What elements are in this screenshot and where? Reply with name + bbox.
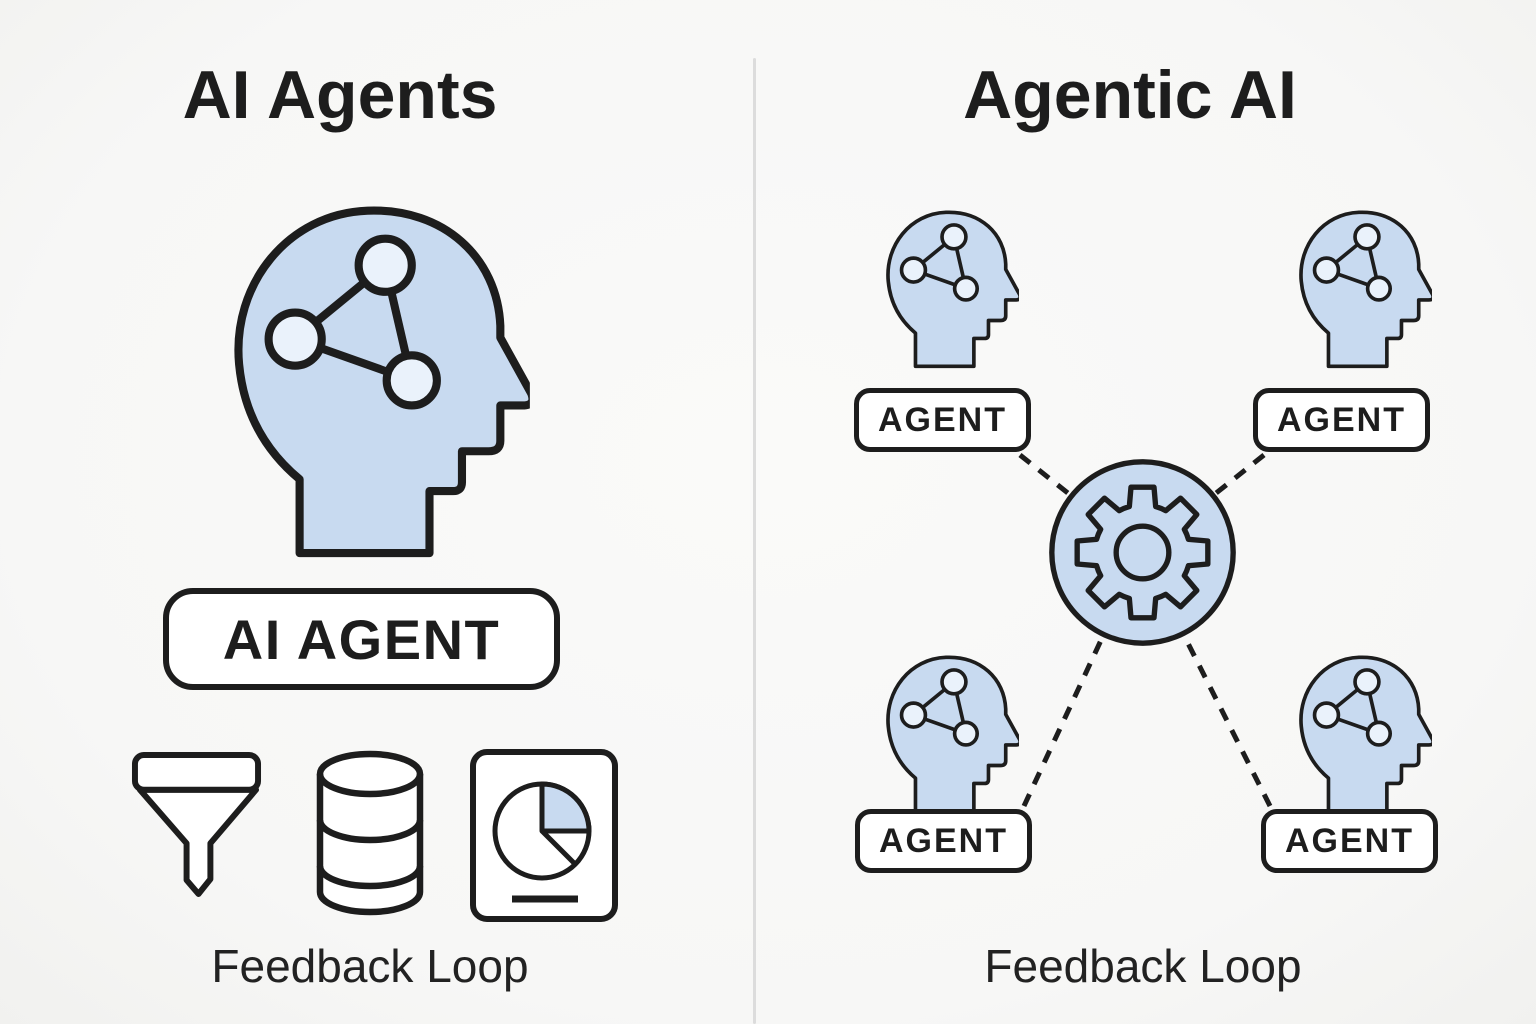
right-feedback-loop-caption: Feedback Loop <box>984 940 1302 992</box>
gear-icon <box>1049 459 1236 646</box>
pie-chart-report-icon <box>470 749 618 922</box>
left-panel-title: AI Agents <box>182 57 498 133</box>
agent-label-top-left: AGENT <box>854 388 1031 452</box>
agent-head-icon-bottom-left <box>873 648 1019 814</box>
agent-head-icon-top-right <box>1286 203 1432 369</box>
panel-divider <box>753 58 756 1024</box>
filter-funnel-icon <box>131 752 262 897</box>
agent-label-bottom-left: AGENT <box>855 809 1032 873</box>
right-panel-title: Agentic AI <box>963 57 1297 133</box>
ai-agent-label: AI AGENT <box>163 588 560 690</box>
database-icon <box>316 750 424 916</box>
agent-label-bottom-right: AGENT <box>1261 809 1438 873</box>
agent-head-icon-top-left <box>873 203 1019 369</box>
agent-head-icon-bottom-right <box>1286 648 1432 814</box>
agent-label-top-right: AGENT <box>1253 388 1430 452</box>
left-feedback-loop-caption: Feedback Loop <box>211 940 529 992</box>
